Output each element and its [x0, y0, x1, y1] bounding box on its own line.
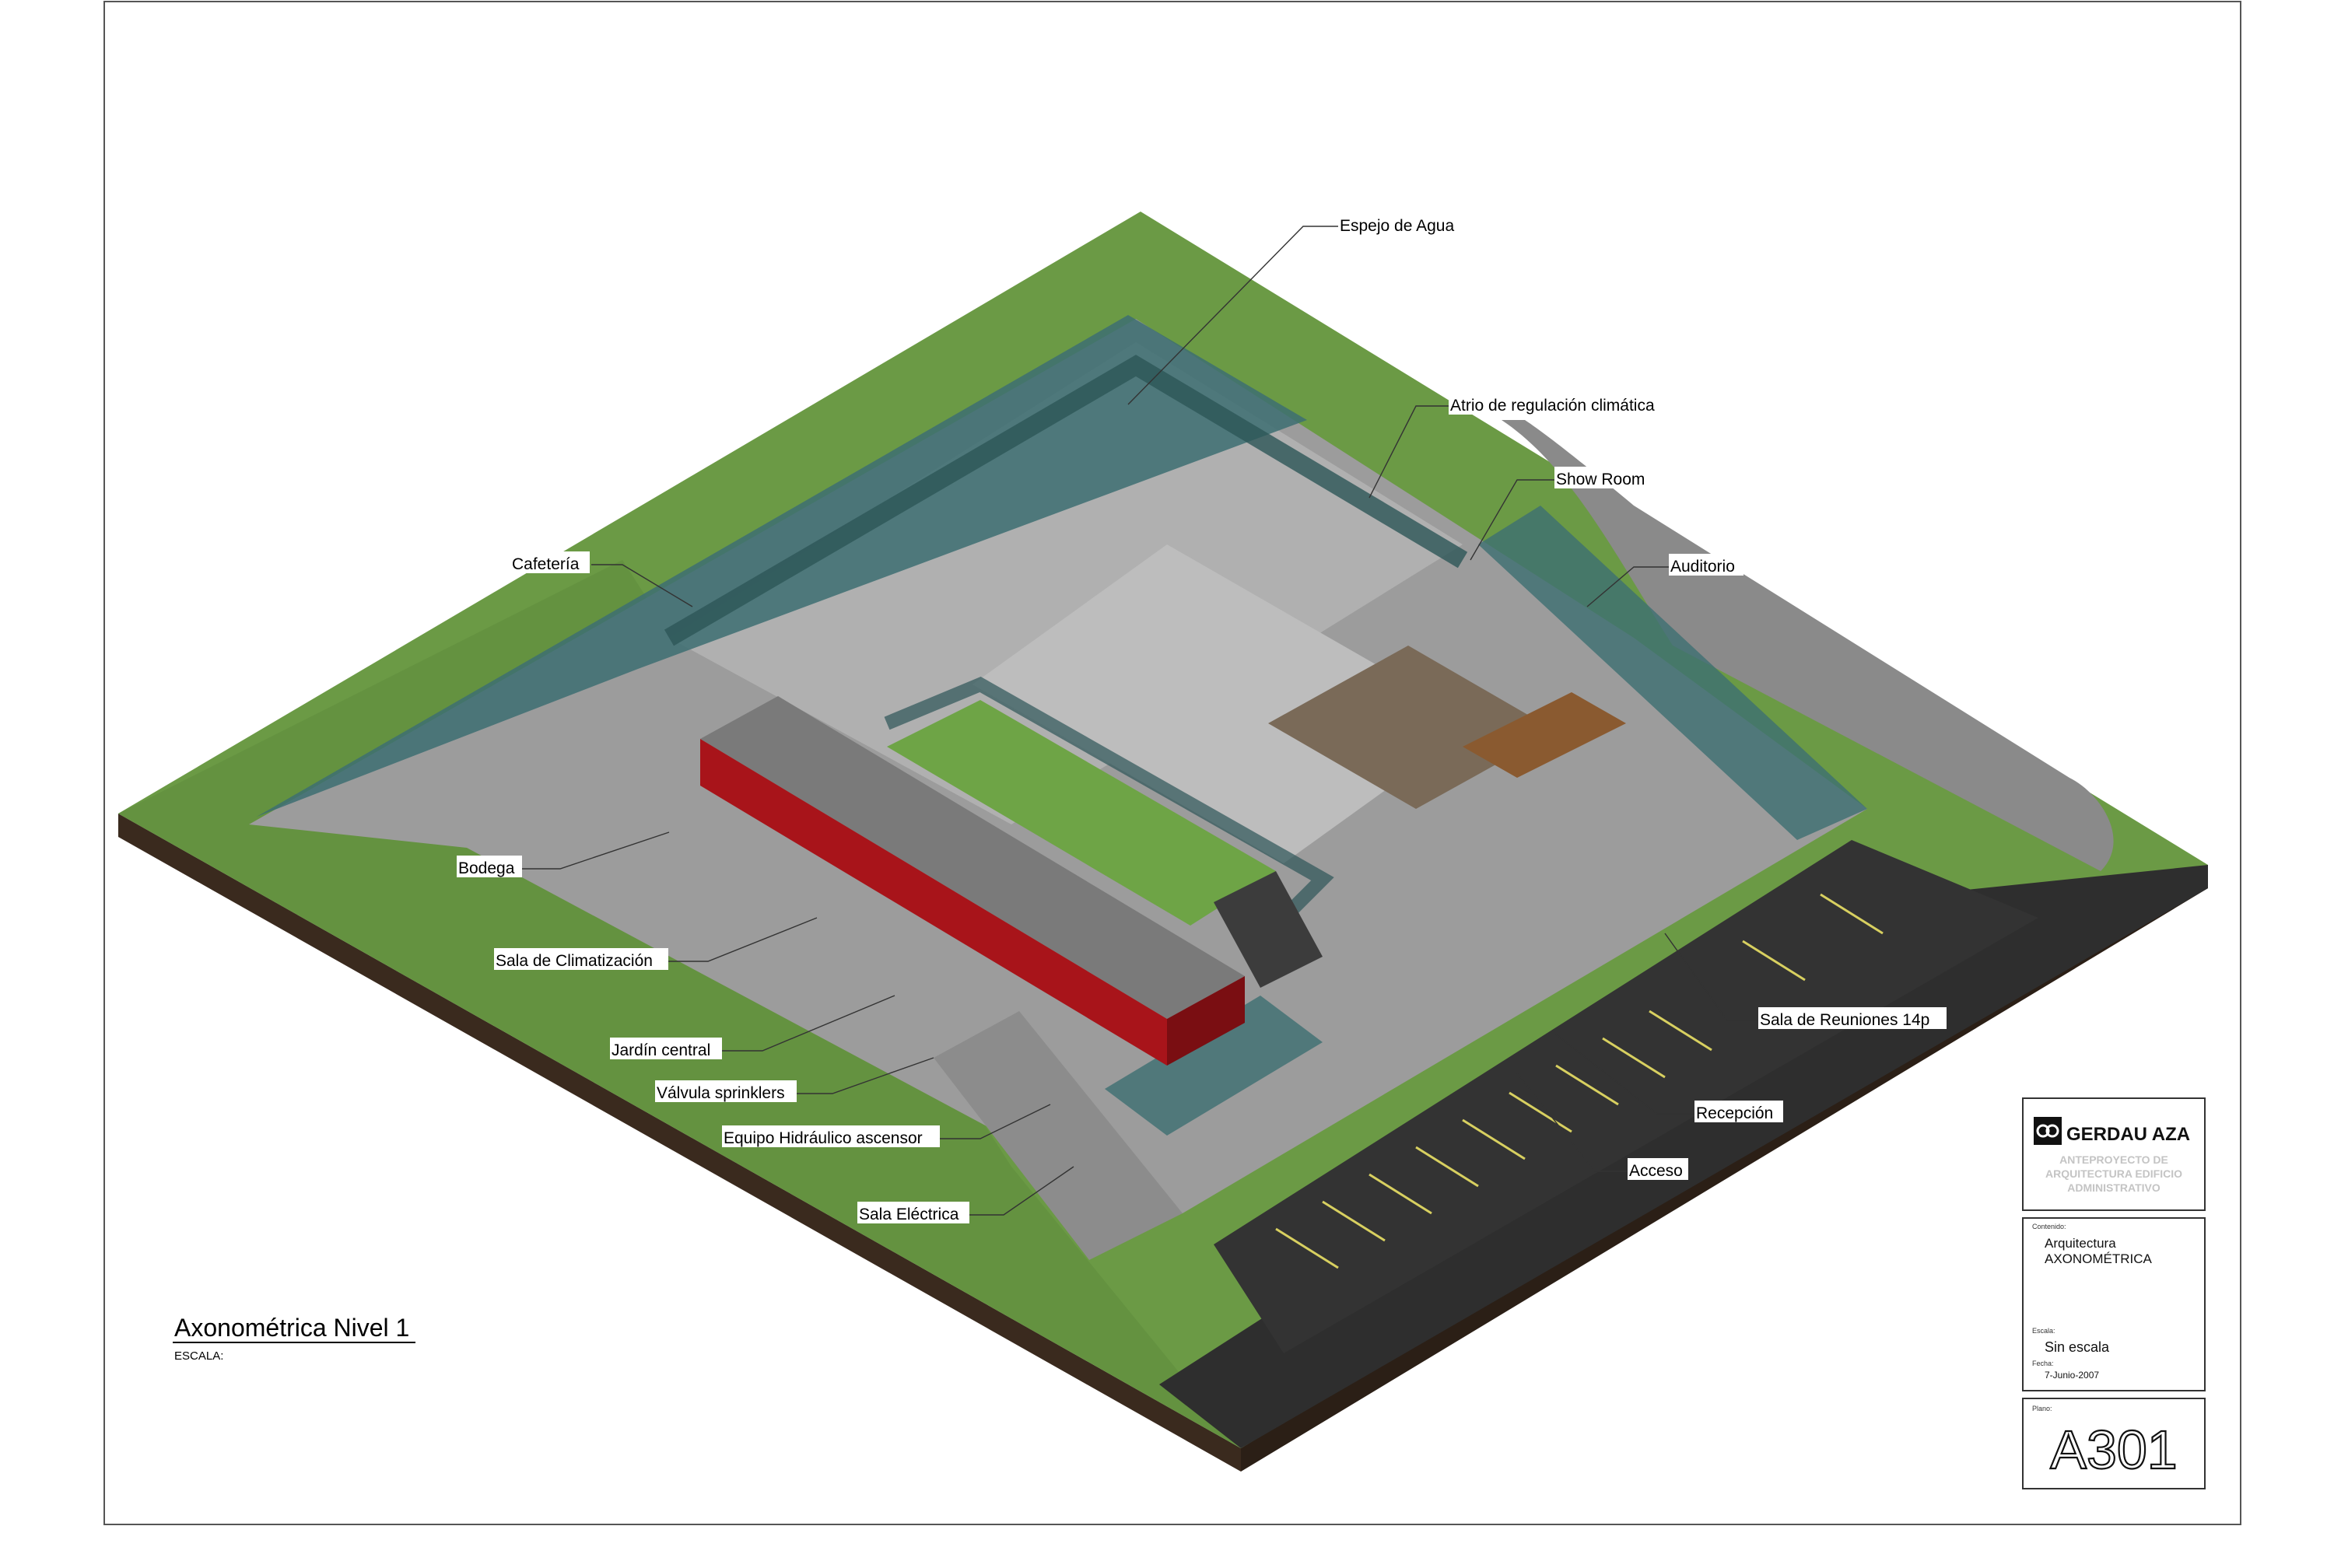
- label-equipo-hidraulico: Equipo Hidráulico ascensor: [722, 1125, 940, 1147]
- terrain-side-left: [118, 814, 1241, 1472]
- contenido-line-2: AXONOMÉTRICA: [2045, 1251, 2153, 1266]
- project-line-1: ANTEPROYECTO DE: [2059, 1153, 2168, 1166]
- svg-text:Espejo de Agua: Espejo de Agua: [1340, 217, 1454, 235]
- svg-text:Acceso: Acceso: [1629, 1162, 1683, 1180]
- access-road: [1502, 420, 2114, 871]
- glass-wall-north: [664, 355, 1468, 646]
- svg-text:Auditorio: Auditorio: [1670, 558, 1735, 576]
- svg-text:Sala de Climatización: Sala de Climatización: [496, 952, 653, 970]
- label-sala-electrica: Sala Eléctrica: [857, 1202, 969, 1223]
- fecha-value: 7-Junio-2007: [2045, 1370, 2099, 1381]
- label-auditorio: Auditorio: [1669, 554, 1743, 576]
- parking-lines: [1275, 893, 1884, 1269]
- plano-label: Plano:: [2032, 1405, 2052, 1412]
- label-sala-climatizacion: Sala de Climatización: [494, 948, 668, 970]
- label-sala-reuniones: Sala de Reuniones 14p: [1758, 1007, 1947, 1029]
- escala-value: Sin escala: [2045, 1339, 2110, 1355]
- svg-text:Cafetería: Cafetería: [512, 555, 580, 573]
- service-block-wall: [700, 739, 1167, 1066]
- label-show-room: Show Room: [1554, 467, 1656, 488]
- project-line-2: ARQUITECTURA EDIFICIO: [2045, 1167, 2182, 1180]
- auditorium-block: [1268, 646, 1556, 809]
- project-line-3: ADMINISTRATIVO: [2067, 1181, 2161, 1194]
- svg-text:Show Room: Show Room: [1556, 471, 1645, 488]
- service-block-roof: [700, 696, 1245, 1019]
- contenido-line-1: Arquitectura: [2045, 1236, 2116, 1251]
- water-front-pond: [1105, 996, 1323, 1136]
- label-jardin-central: Jardín central: [610, 1038, 722, 1059]
- label-cafeteria: Cafetería: [510, 551, 590, 573]
- svg-text:Equipo Hidráulico ascensor: Equipo Hidráulico ascensor: [724, 1129, 923, 1147]
- label-espejo-de-agua: Espejo de Agua: [1338, 213, 1467, 235]
- company-name: GERDAU AZA: [2066, 1124, 2190, 1145]
- escala-label: Escala:: [2032, 1327, 2055, 1335]
- callout-labels: Espejo de Agua Atrio de regulación climá…: [457, 213, 1947, 1223]
- drawing-title-group: Axonométrica Nivel 1 ESCALA:: [173, 1314, 415, 1363]
- parking-lot: [1214, 840, 2038, 1353]
- drawing-scale-label: ESCALA:: [174, 1349, 223, 1363]
- title-block-sheet-panel: [2022, 1398, 2206, 1489]
- site-model: [118, 212, 2208, 1472]
- svg-text:Atrio de regulación climática: Atrio de regulación climática: [1450, 397, 1655, 415]
- fecha-label: Fecha:: [2032, 1360, 2054, 1367]
- svg-text:Bodega: Bodega: [458, 859, 515, 877]
- svg-text:Válvula sprinklers: Válvula sprinklers: [657, 1084, 785, 1102]
- title-block-content-panel: [2022, 1217, 2206, 1391]
- sheet-number: A301: [2050, 1419, 2177, 1480]
- meeting-room-block: [1463, 692, 1626, 778]
- sheet-frame: [103, 1, 2241, 1525]
- svg-text:Sala de Reuniones 14p: Sala de Reuniones 14p: [1760, 1011, 1929, 1029]
- label-valvula-sprinklers: Válvula sprinklers: [655, 1080, 797, 1102]
- svg-text:Sala Eléctrica: Sala Eléctrica: [859, 1206, 959, 1223]
- label-atrio: Atrio de regulación climática: [1449, 393, 1674, 415]
- water-mirror-east: [1478, 506, 1867, 840]
- label-acceso: Acceso: [1628, 1158, 1688, 1180]
- title-block: GERDAU AZA ANTEPROYECTO DE ARQUITECTURA …: [2022, 1097, 2206, 1489]
- gerdau-logo-icon: [2034, 1117, 2062, 1145]
- label-bodega: Bodega: [457, 856, 522, 877]
- glass-wall-garden: [884, 676, 1334, 923]
- main-stair: [1214, 871, 1323, 988]
- service-block-end: [1167, 976, 1245, 1066]
- label-recepcion: Recepción: [1694, 1101, 1783, 1122]
- central-hall-floor: [972, 544, 1478, 863]
- contenido-label: Contenido:: [2032, 1223, 2066, 1230]
- upper-terrace: [669, 342, 1463, 824]
- leader-lines: [521, 226, 1760, 1216]
- svg-text:Recepción: Recepción: [1696, 1104, 1773, 1122]
- drawing-title: Axonométrica Nivel 1: [174, 1314, 409, 1342]
- svg-text:Jardín central: Jardín central: [612, 1041, 710, 1059]
- central-garden: [887, 700, 1276, 926]
- front-access-ramp: [934, 1011, 1183, 1260]
